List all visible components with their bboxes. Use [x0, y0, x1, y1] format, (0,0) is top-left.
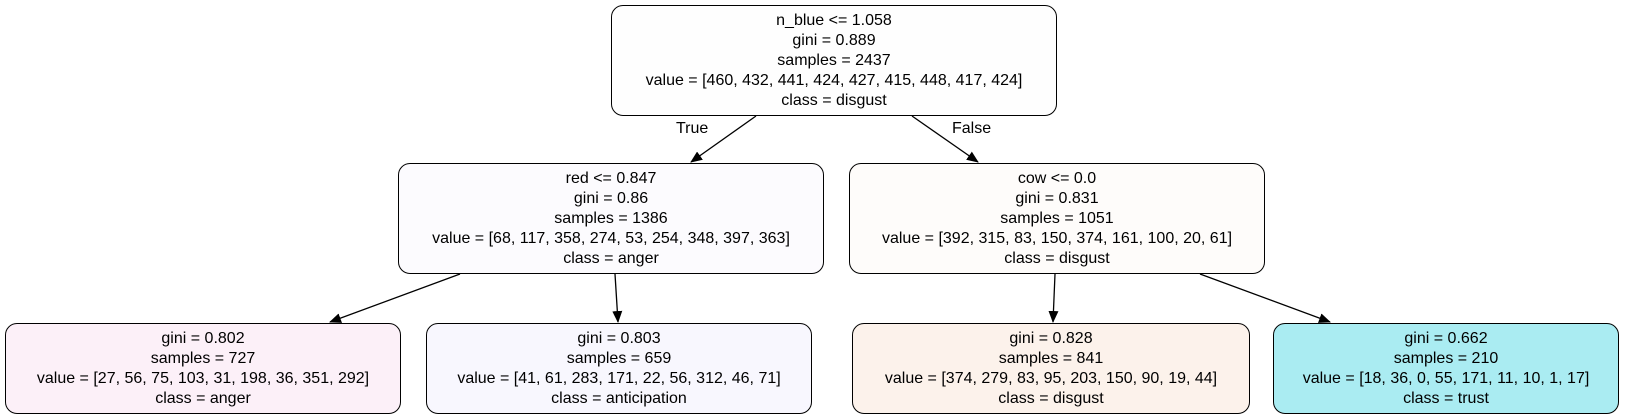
- node-gini: gini = 0.662: [1404, 329, 1488, 347]
- node-value: value = [41, 61, 283, 171, 22, 56, 312, …: [457, 369, 781, 387]
- node-gini: gini = 0.86: [573, 189, 649, 207]
- edge-label-false: False: [952, 120, 992, 137]
- tree-node-root: n_blue <= 1.058 gini = 0.889 samples = 2…: [611, 5, 1057, 116]
- tree-leaf-right-left: gini = 0.828 samples = 841 value = [374,…: [852, 323, 1250, 414]
- tree-leaf-right-right: gini = 0.662 samples = 210 value = [18, …: [1273, 323, 1619, 414]
- node-samples: samples = 2437: [777, 51, 891, 69]
- node-class: class = anger: [563, 249, 659, 267]
- node-value: value = [27, 56, 75, 103, 31, 198, 36, 3…: [36, 369, 370, 387]
- node-gini: gini = 0.828: [1009, 329, 1093, 347]
- edge-root-right: [911, 115, 979, 163]
- node-split-condition: n_blue <= 1.058: [776, 11, 892, 29]
- node-class: class = anger: [155, 389, 251, 407]
- node-value: value = [392, 315, 83, 150, 374, 161, 10…: [881, 229, 1233, 247]
- node-class: class = disgust: [1004, 249, 1110, 267]
- node-class: class = trust: [1403, 389, 1489, 407]
- node-value: value = [374, 279, 83, 95, 203, 150, 90,…: [884, 369, 1218, 387]
- node-class: class = anticipation: [551, 389, 687, 407]
- node-samples: samples = 1386: [554, 209, 668, 227]
- node-samples: samples = 841: [998, 349, 1104, 367]
- node-gini: gini = 0.831: [1015, 189, 1099, 207]
- tree-node-left: red <= 0.847 gini = 0.86 samples = 1386 …: [398, 163, 824, 274]
- tree-leaf-left-right: gini = 0.803 samples = 659 value = [41, …: [426, 323, 812, 414]
- node-value: value = [460, 432, 441, 424, 427, 415, 4…: [645, 71, 1023, 89]
- node-value: value = [68, 117, 358, 274, 53, 254, 348…: [432, 229, 790, 247]
- node-samples: samples = 1051: [1000, 209, 1114, 227]
- node-class: class = disgust: [781, 91, 887, 109]
- node-samples: samples = 727: [150, 349, 256, 367]
- edge-label-true: True: [676, 120, 709, 137]
- node-samples: samples = 659: [566, 349, 672, 367]
- node-gini: gini = 0.802: [161, 329, 245, 347]
- edge-left-leaf-ll: [329, 273, 461, 323]
- edge-right-leaf-rr: [1199, 273, 1331, 323]
- tree-leaf-left-left: gini = 0.802 samples = 727 value = [27, …: [5, 323, 401, 414]
- node-samples: samples = 210: [1393, 349, 1499, 367]
- edge-right-leaf-rl: [1048, 273, 1059, 323]
- node-split-condition: cow <= 0.0: [1017, 169, 1097, 187]
- tree-node-right: cow <= 0.0 gini = 0.831 samples = 1051 v…: [849, 163, 1265, 274]
- node-split-condition: red <= 0.847: [565, 169, 657, 187]
- node-value: value = [18, 36, 0, 55, 171, 11, 10, 1, …: [1302, 369, 1590, 387]
- node-gini: gini = 0.889: [792, 31, 876, 49]
- node-class: class = disgust: [998, 389, 1104, 407]
- node-gini: gini = 0.803: [577, 329, 661, 347]
- edge-root-left: [690, 115, 757, 163]
- edge-left-leaf-lr: [612, 273, 623, 323]
